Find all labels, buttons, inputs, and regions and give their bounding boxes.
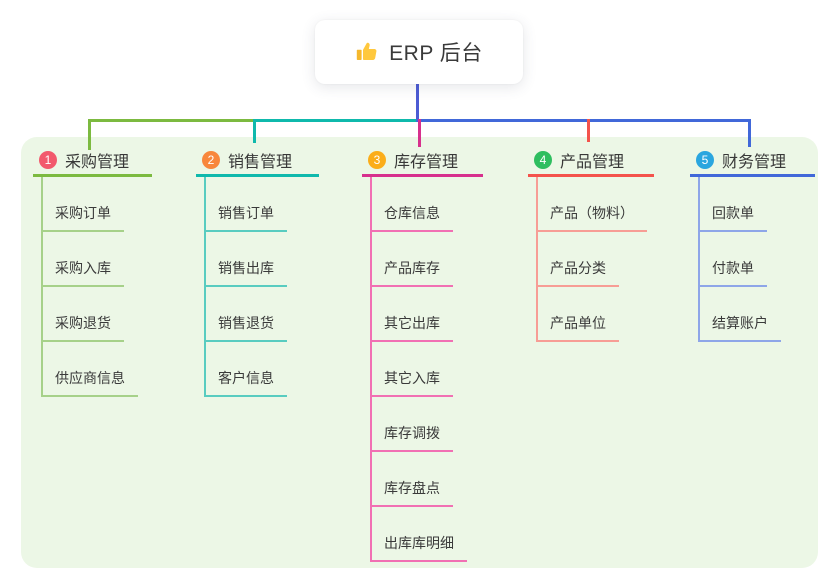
branch-drop-line bbox=[586, 119, 590, 142]
branch-children: 销售订单销售出库销售退货客户信息 bbox=[204, 177, 319, 397]
child-node-row: 客户信息 bbox=[206, 342, 319, 397]
child-node-row: 仓库信息 bbox=[372, 177, 483, 232]
child-node-row: 产品分类 bbox=[538, 232, 654, 287]
branch-label: 财务管理 bbox=[722, 154, 787, 171]
branch-header[interactable]: 2 销售管理 bbox=[196, 146, 319, 177]
child-node[interactable]: 产品（物料） bbox=[538, 203, 647, 232]
branch-drop-line bbox=[253, 119, 256, 143]
child-node[interactable]: 库存调拨 bbox=[372, 423, 453, 452]
branch-label: 产品管理 bbox=[560, 154, 625, 171]
branch-number-badge: 2 bbox=[202, 151, 220, 169]
child-node-row: 采购订单 bbox=[43, 177, 152, 232]
branch-children: 产品（物料） 产品分类产品单位 bbox=[536, 177, 654, 342]
branch-number-badge: 4 bbox=[534, 151, 552, 169]
branch-column: 1 采购管理采购订单采购入库采购退货供应商信息 bbox=[33, 146, 152, 397]
child-node-row: 出库库明细 bbox=[372, 507, 483, 562]
branch-number-badge: 3 bbox=[368, 151, 386, 169]
child-node[interactable]: 采购入库 bbox=[43, 258, 124, 287]
child-node-row: 其它出库 bbox=[372, 287, 483, 342]
child-node[interactable]: 产品库存 bbox=[372, 258, 453, 287]
branch-rail-line bbox=[253, 119, 419, 122]
root-node[interactable]: ERP 后台 bbox=[315, 20, 523, 84]
root-title: ERP 后台 bbox=[389, 42, 483, 65]
child-node[interactable]: 采购退货 bbox=[43, 313, 124, 342]
child-node[interactable]: 仓库信息 bbox=[372, 203, 453, 232]
branch-drop-line bbox=[88, 119, 91, 150]
child-node-row: 销售出库 bbox=[206, 232, 319, 287]
branch-children: 回款单付款单结算账户 bbox=[698, 177, 815, 342]
branch-column: 2 销售管理销售订单销售出库销售退货客户信息 bbox=[196, 146, 319, 397]
child-node-row: 采购入库 bbox=[43, 232, 152, 287]
child-node-row: 供应商信息 bbox=[43, 342, 152, 397]
branch-column: 5 财务管理回款单付款单结算账户 bbox=[690, 146, 815, 342]
child-node-row: 结算账户 bbox=[700, 287, 815, 342]
child-node[interactable]: 库存盘点 bbox=[372, 478, 453, 507]
child-node-row: 库存盘点 bbox=[372, 452, 483, 507]
branch-children: 仓库信息产品库存其它出库其它入库库存调拨库存盘点出库库明细 bbox=[370, 177, 483, 562]
branches-panel bbox=[21, 137, 818, 568]
branch-children: 采购订单采购入库采购退货供应商信息 bbox=[41, 177, 152, 397]
child-node[interactable]: 供应商信息 bbox=[43, 368, 138, 397]
branch-number-badge: 5 bbox=[696, 151, 714, 169]
child-node-row: 产品单位 bbox=[538, 287, 654, 342]
branch-label: 库存管理 bbox=[394, 154, 459, 171]
child-node-row: 库存调拨 bbox=[372, 397, 483, 452]
child-node[interactable]: 产品单位 bbox=[538, 313, 619, 342]
child-node[interactable]: 结算账户 bbox=[700, 313, 781, 342]
root-connector-line bbox=[416, 84, 419, 122]
child-node-row: 回款单 bbox=[700, 177, 815, 232]
child-node[interactable]: 产品分类 bbox=[538, 258, 619, 287]
child-node[interactable]: 销售订单 bbox=[206, 203, 287, 232]
branch-drop-line bbox=[748, 119, 751, 147]
child-node-row: 销售退货 bbox=[206, 287, 319, 342]
branch-label: 采购管理 bbox=[65, 154, 130, 171]
branch-header[interactable]: 1 采购管理 bbox=[33, 146, 152, 177]
branch-header[interactable]: 5 财务管理 bbox=[690, 146, 815, 177]
child-node-row: 产品库存 bbox=[372, 232, 483, 287]
child-node-row: 付款单 bbox=[700, 232, 815, 287]
child-node-row: 产品（物料） bbox=[538, 177, 654, 232]
child-node-row: 其它入库 bbox=[372, 342, 483, 397]
branch-column: 3 库存管理仓库信息产品库存其它出库其它入库库存调拨库存盘点出库库明细 bbox=[362, 146, 483, 562]
branch-header[interactable]: 3 库存管理 bbox=[362, 146, 483, 177]
child-node[interactable]: 出库库明细 bbox=[372, 533, 467, 562]
branch-number-badge: 1 bbox=[39, 151, 57, 169]
child-node[interactable]: 付款单 bbox=[700, 258, 767, 287]
branch-header[interactable]: 4 产品管理 bbox=[528, 146, 654, 177]
thumbs-up-icon bbox=[355, 40, 379, 64]
child-node[interactable]: 其它入库 bbox=[372, 368, 453, 397]
child-node-row: 采购退货 bbox=[43, 287, 152, 342]
child-node[interactable]: 回款单 bbox=[700, 203, 767, 232]
branch-label: 销售管理 bbox=[228, 154, 293, 171]
child-node[interactable]: 销售出库 bbox=[206, 258, 287, 287]
branch-column: 4 产品管理产品（物料） 产品分类产品单位 bbox=[528, 146, 654, 342]
child-node[interactable]: 客户信息 bbox=[206, 368, 287, 397]
child-node[interactable]: 其它出库 bbox=[372, 313, 453, 342]
child-node[interactable]: 销售退货 bbox=[206, 313, 287, 342]
child-node[interactable]: 采购订单 bbox=[43, 203, 124, 232]
branch-drop-line bbox=[418, 119, 421, 147]
branch-rail-line bbox=[416, 119, 751, 122]
child-node-row: 销售订单 bbox=[206, 177, 319, 232]
